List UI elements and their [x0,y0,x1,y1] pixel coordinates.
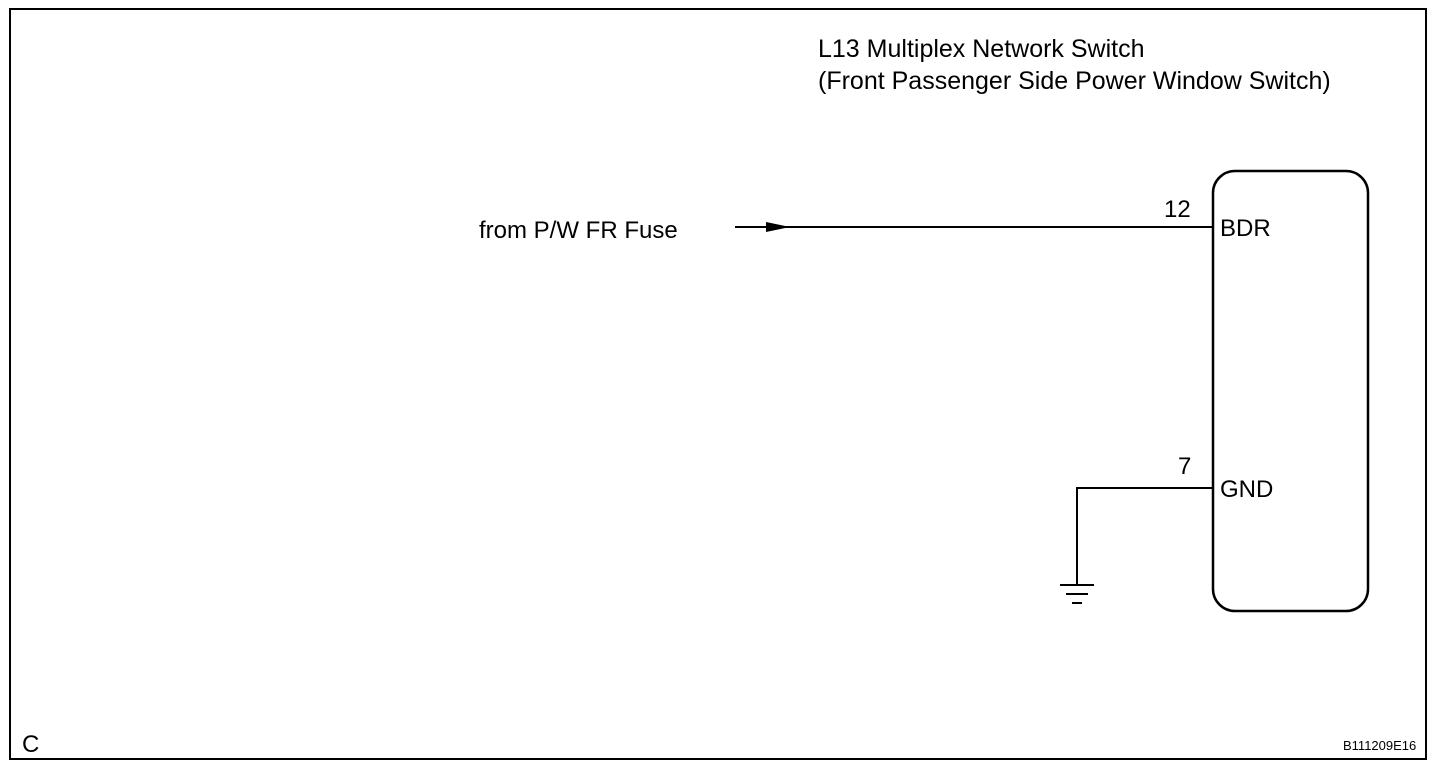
diagram-frame [9,8,1427,760]
pin-name-gnd: GND [1220,476,1274,503]
pin-number-gnd: 7 [1178,453,1192,480]
component-title-line2: (Front Passenger Side Power Window Switc… [818,67,1331,95]
component-title-line1: L13 Multiplex Network Switch [818,35,1145,63]
pin-name-bdr: BDR [1220,215,1271,242]
source-label: from P/W FR Fuse [479,217,678,244]
gnd-wire [1076,487,1213,585]
reference-code: B111209E16 [1343,738,1417,753]
corner-letter: C [22,731,40,758]
current-direction-arrow [766,222,790,232]
switch-component-body [1211,169,1370,613]
pin-number-bdr: 12 [1164,196,1191,223]
ground-symbol-icon [1060,584,1094,604]
